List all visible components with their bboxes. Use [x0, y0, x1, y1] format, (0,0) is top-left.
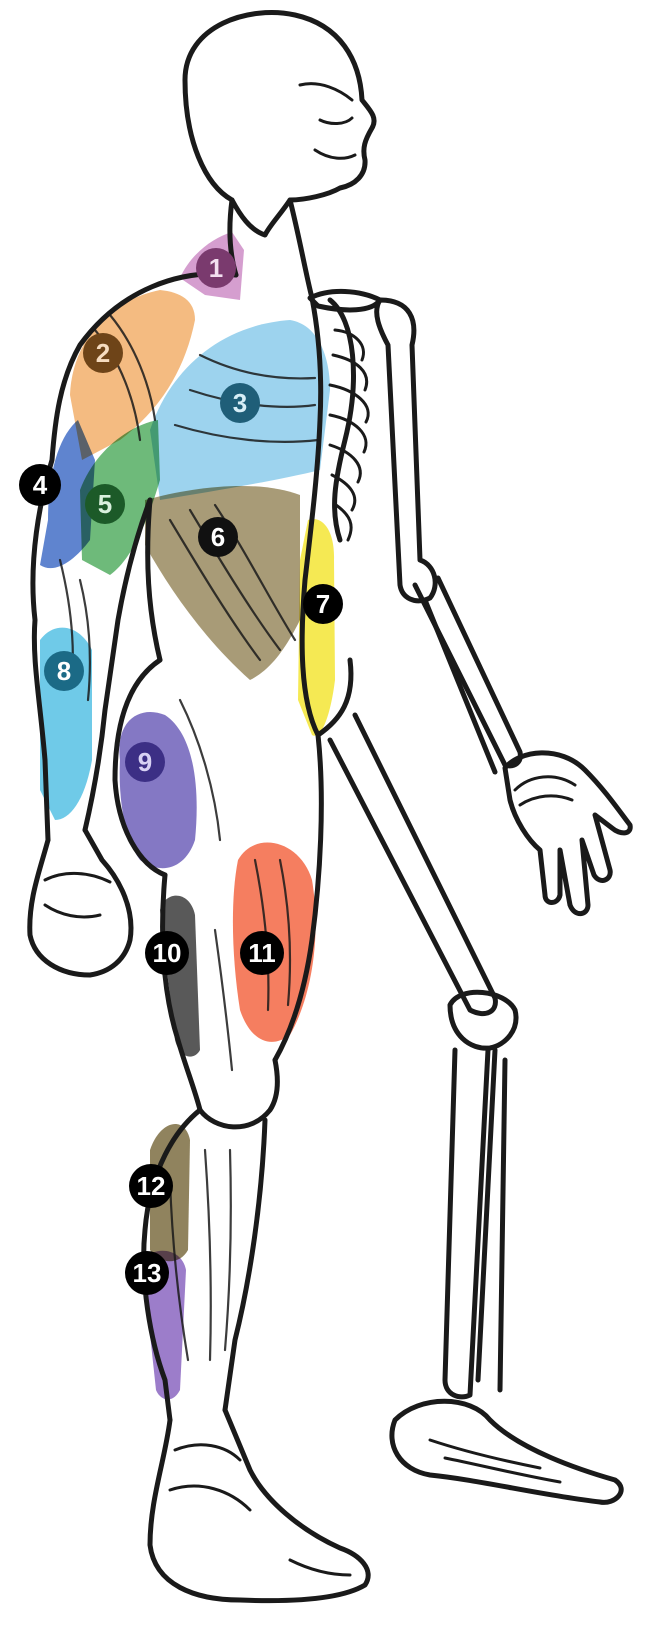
marker-8: 8 — [44, 651, 84, 691]
marker-5-label: 5 — [98, 489, 112, 519]
marker-8-label: 8 — [57, 656, 71, 686]
marker-9-label: 9 — [138, 747, 152, 777]
marker-12-label: 12 — [137, 1171, 166, 1201]
marker-4: 4 — [19, 464, 61, 506]
marker-11-label: 11 — [248, 938, 276, 968]
marker-5: 5 — [85, 484, 125, 524]
marker-2-label: 2 — [96, 338, 110, 368]
marker-9: 9 — [125, 742, 165, 782]
marker-4-label: 4 — [33, 470, 48, 500]
marker-10: 10 — [145, 931, 189, 975]
marker-7: 7 — [303, 584, 343, 624]
marker-12: 12 — [129, 1164, 173, 1208]
marker-3: 3 — [220, 383, 260, 423]
marker-2: 2 — [83, 333, 123, 373]
marker-11: 11 — [240, 931, 284, 975]
marker-6-label: 6 — [211, 522, 225, 552]
marker-7-label: 7 — [316, 589, 330, 619]
marker-1-label: 1 — [209, 253, 223, 283]
marker-13-label: 13 — [133, 1258, 162, 1288]
skeleton — [310, 291, 630, 1502]
marker-3-label: 3 — [233, 388, 247, 418]
marker-10-label: 10 — [153, 938, 182, 968]
marker-13: 13 — [125, 1251, 169, 1295]
marker-1: 1 — [196, 248, 236, 288]
marker-6: 6 — [198, 517, 238, 557]
